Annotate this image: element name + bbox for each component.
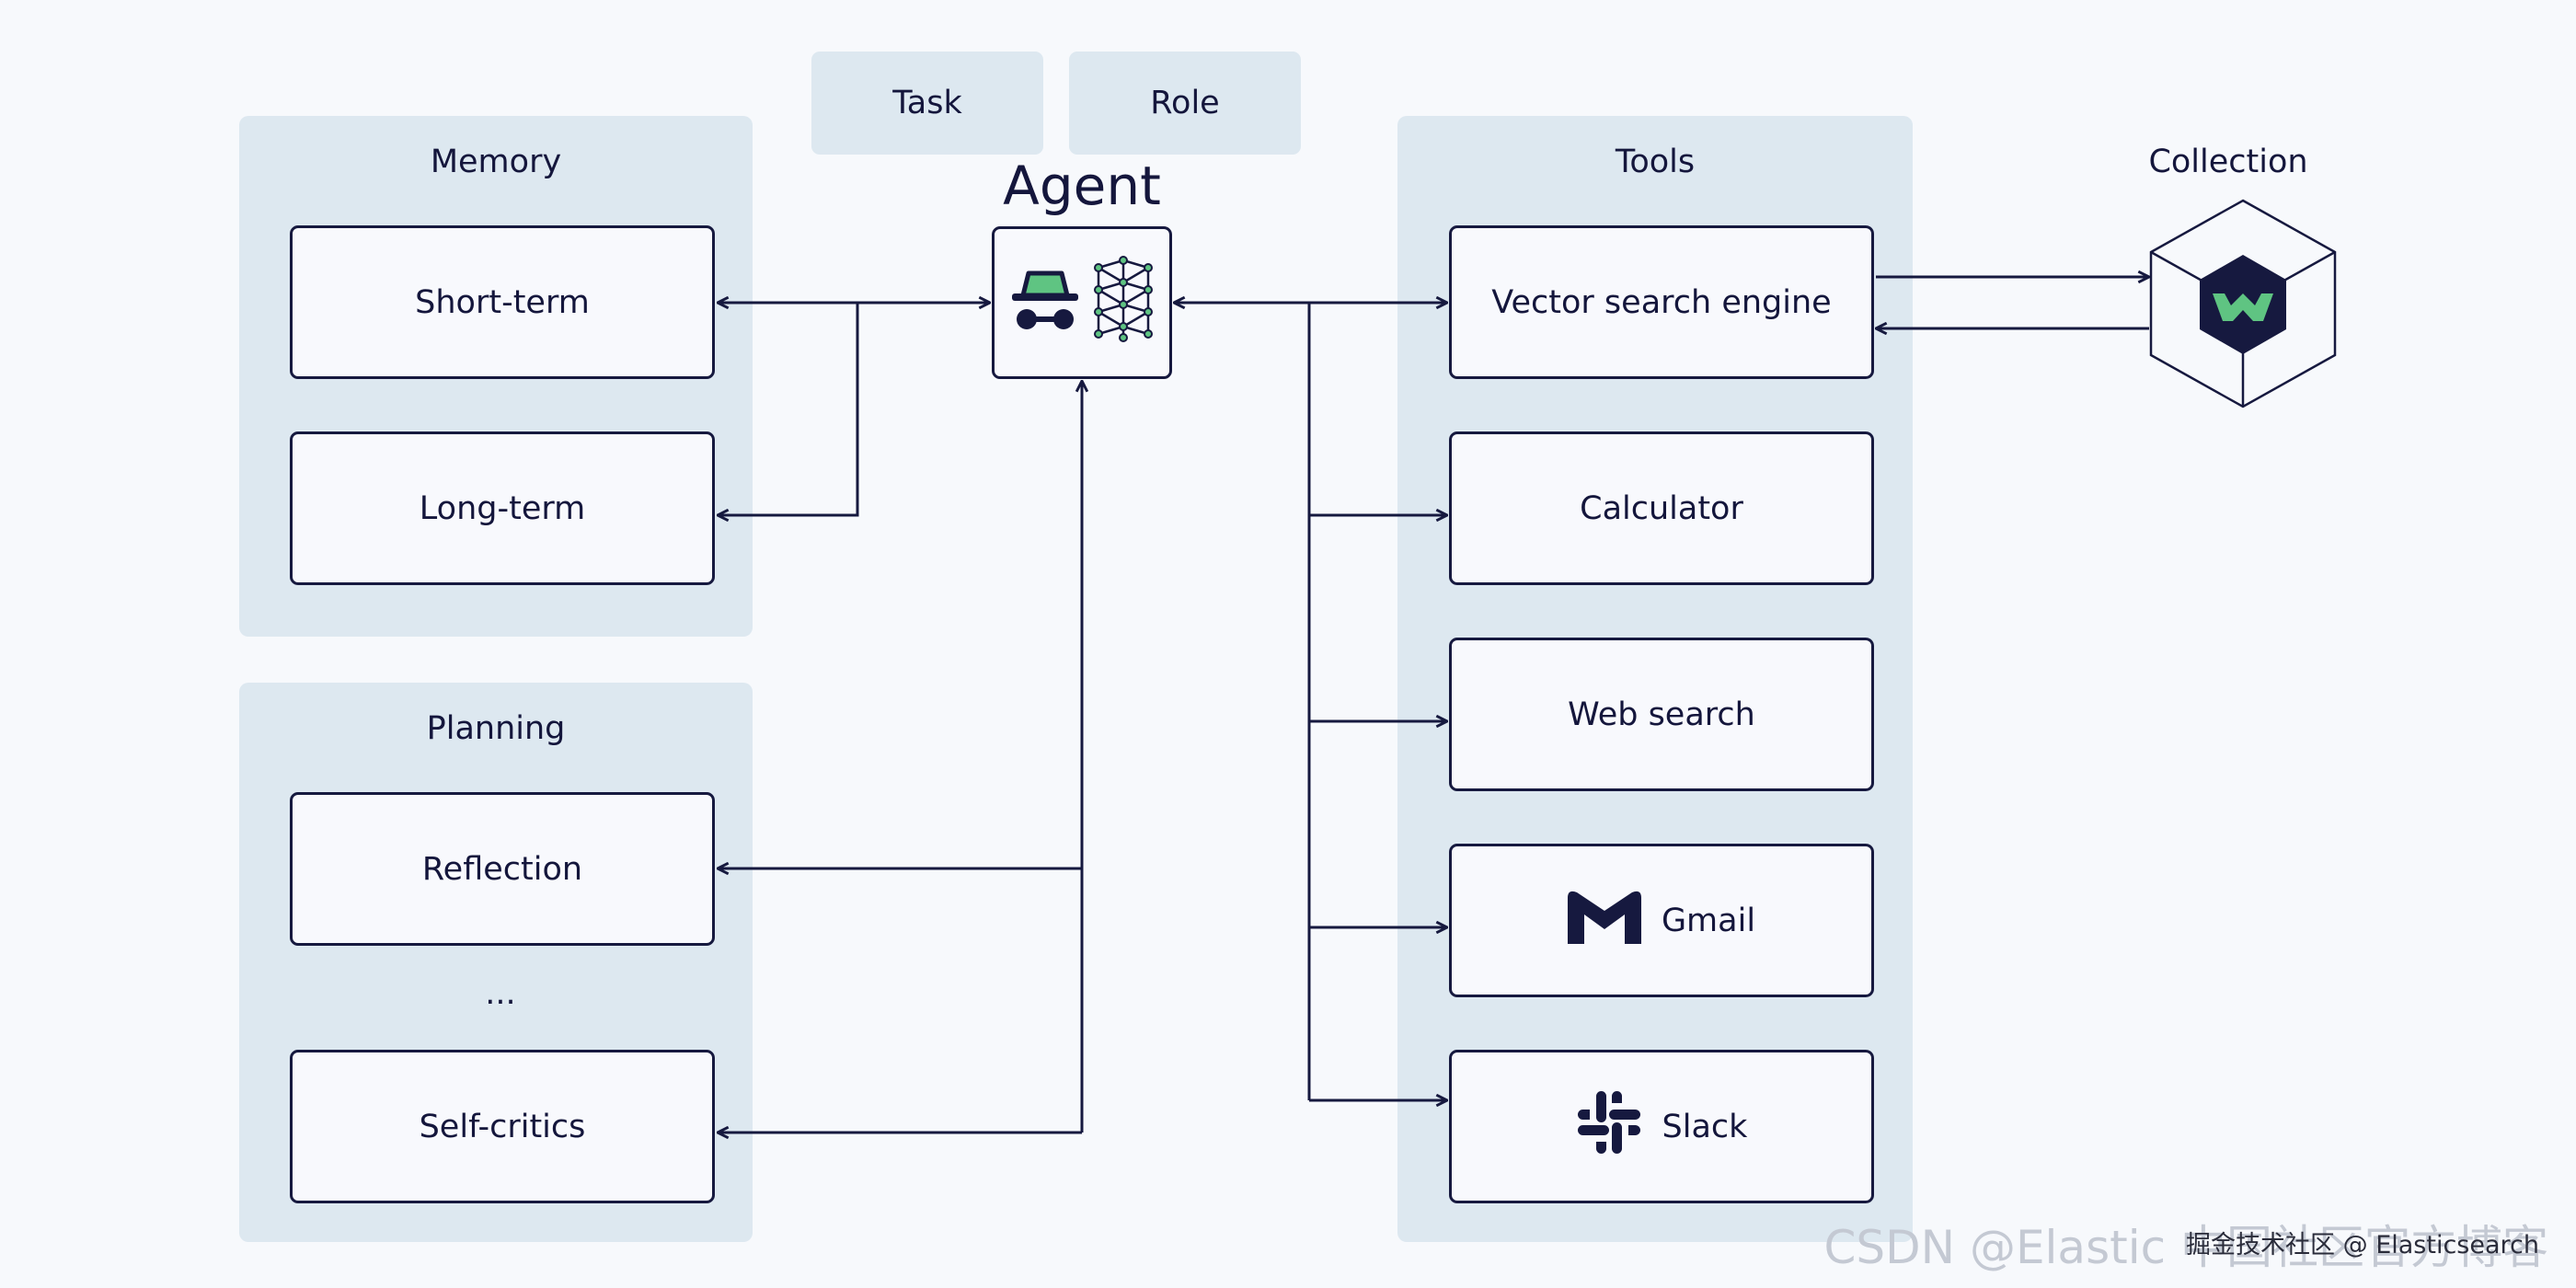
short-term-memory-box[interactable]: Short-term [290,225,715,379]
long-term-link [718,303,859,515]
vector-search-engine-box[interactable]: Vector search engine [1449,225,1874,379]
gmail-label: Gmail [1661,902,1756,939]
memory-title: Memory [430,144,562,180]
planning-ellipsis: ... [485,975,516,1012]
neural-network-icon [1093,255,1154,351]
watermark-inner: 掘金技术社区 @ Elasticsearch [2186,1231,2539,1259]
collection-title: Collection [2148,144,2308,180]
planning-title: Planning [426,710,566,747]
gmail-box[interactable]: Gmail [1449,844,1874,997]
slack-label: Slack [1662,1108,1748,1145]
watermark: CSDN @Elastic 中国社区官方博客 [1823,1221,2549,1274]
agent-node[interactable] [992,226,1172,379]
calculator-box[interactable]: Calculator [1449,431,1874,585]
slack-icon [1576,1089,1642,1164]
weaviate-cube-icon[interactable] [2148,198,2338,413]
web-search-box[interactable]: Web search [1449,638,1874,791]
task-chip: Task [811,52,1043,155]
self-critics-box[interactable]: Self-critics [290,1050,715,1203]
slack-box[interactable]: Slack [1449,1050,1874,1203]
role-chip: Role [1069,52,1301,155]
agent-title: Agent [1003,155,1161,217]
long-term-memory-box[interactable]: Long-term [290,431,715,585]
reflection-box[interactable]: Reflection [290,792,715,946]
tools-title: Tools [1615,144,1696,180]
gmail-icon [1567,889,1641,952]
spy-icon [1010,264,1080,342]
